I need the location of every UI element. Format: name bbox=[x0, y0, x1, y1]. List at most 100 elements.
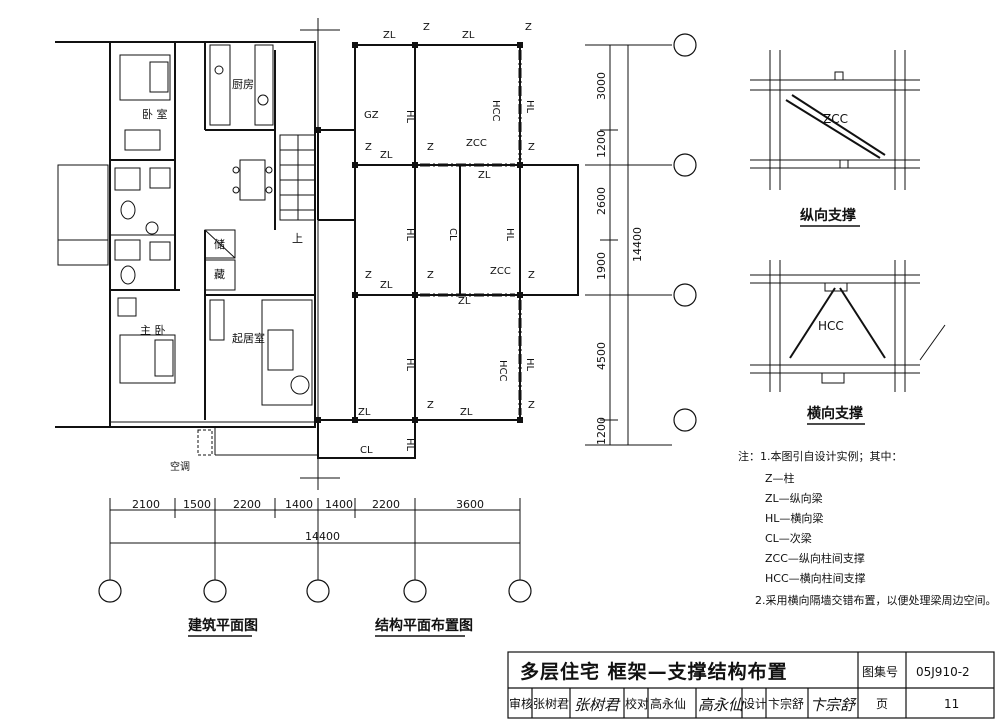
label-hl: HL bbox=[524, 100, 535, 114]
room-kitchen: 厨房 bbox=[232, 78, 254, 91]
label-zl: ZL bbox=[358, 407, 371, 418]
room-master-bedroom: 主 卧 bbox=[140, 324, 166, 337]
note-item: ZL—纵向梁 bbox=[765, 491, 823, 505]
axis-bubbles-right bbox=[673, 33, 697, 432]
structural-plan bbox=[300, 18, 579, 490]
note-item: Z—柱 bbox=[765, 471, 795, 485]
room-storage-1: 储 bbox=[214, 237, 225, 251]
label-cl: CL bbox=[360, 445, 373, 456]
label-hl: HL bbox=[404, 358, 415, 372]
label-z: Z bbox=[528, 400, 535, 411]
label-z: Z bbox=[365, 270, 372, 281]
page-number: 11 bbox=[944, 697, 959, 711]
title-block-frame bbox=[507, 651, 995, 719]
label-z: Z bbox=[427, 142, 434, 153]
bottom-dimension-lines bbox=[109, 498, 521, 580]
caption-trans-brace: 横向支撑 bbox=[807, 405, 863, 422]
atlas-number: 05J910-2 bbox=[916, 665, 970, 679]
bottom-dimension-values: 2100 1500 2200 1400 1400 2200 3600 14400 bbox=[132, 498, 484, 543]
dim-value: 2200 bbox=[372, 498, 400, 511]
label-zl: ZL bbox=[380, 280, 393, 291]
right-dimension-values: 3000 1200 2600 1900 4500 1200 14400 bbox=[595, 72, 644, 445]
title-block: 多层住宅 框架—支撑结构布置 图集号 05J910-2 审核 张树君 张树君 校… bbox=[509, 660, 970, 714]
label-zl: ZL bbox=[462, 30, 475, 41]
dim-value: 3000 bbox=[595, 72, 608, 100]
dim-total: 14400 bbox=[305, 530, 340, 543]
label-z: Z bbox=[423, 22, 430, 33]
designer-signature: 卞宗舒 bbox=[810, 696, 857, 714]
label-gz: GZ bbox=[364, 110, 379, 121]
label-hl: HL bbox=[524, 358, 535, 372]
dim-value: 2600 bbox=[595, 187, 608, 215]
design-label: 设计 bbox=[743, 697, 767, 711]
check-label: 校对 bbox=[625, 696, 649, 711]
caption-struct-plan: 结构平面布置图 bbox=[375, 617, 473, 634]
label-zcc: ZCC bbox=[823, 112, 848, 126]
room-aircon: 空调 bbox=[170, 460, 190, 473]
room-bedroom: 卧 室 bbox=[142, 107, 168, 121]
caption-long-brace: 纵向支撑 bbox=[800, 207, 856, 224]
label-hl: HL bbox=[404, 438, 415, 452]
dim-value: 1200 bbox=[595, 417, 608, 445]
label-z: Z bbox=[427, 270, 434, 281]
note-item-2: 2.采用横向隔墙交错布置，以便处理梁周边空间。 bbox=[755, 593, 997, 607]
stair-up-label: 上 bbox=[292, 232, 303, 245]
dim-value: 1400 bbox=[325, 498, 353, 511]
reviewer-signature: 张树君 bbox=[574, 696, 621, 714]
atlas-label: 图集号 bbox=[862, 664, 898, 679]
label-z: Z bbox=[528, 270, 535, 281]
page-label: 页 bbox=[876, 697, 888, 711]
caption-arch-plan: 建筑平面图 bbox=[188, 617, 258, 634]
label-hcc: HCC bbox=[818, 319, 844, 333]
room-living: 起居室 bbox=[232, 331, 265, 345]
label-zl: ZL bbox=[458, 296, 471, 307]
dim-value: 4500 bbox=[595, 342, 608, 370]
room-storage-2: 藏 bbox=[214, 268, 225, 281]
dim-value: 1200 bbox=[595, 130, 608, 158]
label-z: Z bbox=[365, 142, 372, 153]
label-zcc: ZCC bbox=[490, 266, 511, 277]
dim-value: 1900 bbox=[595, 252, 608, 280]
right-dimension-lines bbox=[585, 44, 672, 446]
reviewer-name: 张树君 bbox=[533, 696, 569, 711]
drawing-title: 多层住宅 框架—支撑结构布置 bbox=[520, 660, 788, 683]
label-zl: ZL bbox=[380, 150, 393, 161]
label-zl: ZL bbox=[478, 170, 491, 181]
label-z: Z bbox=[528, 142, 535, 153]
label-zl: ZL bbox=[383, 30, 396, 41]
note-item: CL—次梁 bbox=[765, 531, 812, 545]
transverse-brace-detail bbox=[750, 260, 946, 392]
note-item: HL—横向梁 bbox=[765, 511, 823, 525]
label-cl: CL bbox=[447, 228, 458, 241]
dim-value: 3600 bbox=[456, 498, 484, 511]
note-item: ZCC—纵向柱间支撑 bbox=[765, 551, 865, 565]
dim-value: 2200 bbox=[233, 498, 261, 511]
dim-value: 1500 bbox=[183, 498, 211, 511]
checker-name: 高永仙 bbox=[650, 696, 686, 711]
room-labels: 卧 室 厨房 主 卧 起居室 储 藏 空调 上 bbox=[140, 78, 303, 473]
label-hl: HL bbox=[404, 110, 415, 124]
label-z: Z bbox=[525, 22, 532, 33]
longitudinal-brace-detail bbox=[750, 50, 920, 190]
label-hcc: HCC bbox=[490, 100, 501, 122]
notes: 注：1.本图引自设计实例；其中： Z—柱 ZL—纵向梁 HL—横向梁 CL—次梁… bbox=[738, 449, 997, 607]
structural-columns bbox=[315, 42, 523, 423]
designer-name: 卞宗舒 bbox=[768, 696, 804, 711]
label-z: Z bbox=[427, 400, 434, 411]
dim-value: 1400 bbox=[285, 498, 313, 511]
axis-bubbles-bottom bbox=[98, 579, 532, 603]
dim-value: 2100 bbox=[132, 498, 160, 511]
label-hl: HL bbox=[504, 228, 515, 242]
review-label: 审核 bbox=[509, 696, 533, 711]
note-head: 注：1.本图引自设计实例；其中： bbox=[738, 449, 903, 463]
label-zcc: ZCC bbox=[466, 138, 487, 149]
label-zl: ZL bbox=[460, 407, 473, 418]
dim-total: 14400 bbox=[631, 227, 644, 262]
checker-signature: 高永仙 bbox=[698, 696, 745, 714]
label-hcc: HCC bbox=[497, 360, 508, 382]
label-hl: HL bbox=[404, 228, 415, 242]
architectural-plan bbox=[55, 41, 318, 456]
note-item: HCC—横向柱间支撑 bbox=[765, 571, 866, 585]
member-labels: ZL Z ZL Z GZ HL HCC HL Z ZL Z ZCC Z ZL H… bbox=[358, 22, 535, 456]
